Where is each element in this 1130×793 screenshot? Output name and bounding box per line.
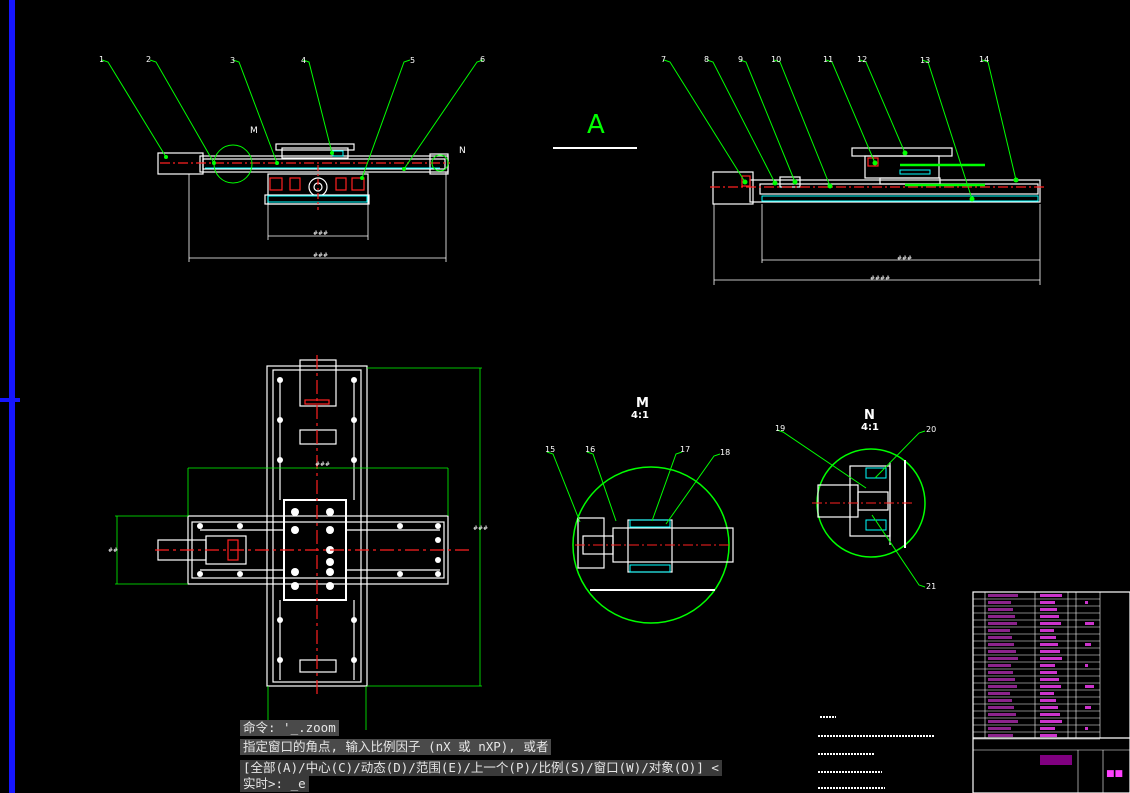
plan-view-cross: ### ### ##: [108, 355, 488, 730]
callout-19: 19: [775, 424, 785, 433]
callout-15: 15: [545, 445, 555, 454]
top-right-assembly: ### #### 7 8 9 10 11 12 13 14: [661, 55, 1045, 285]
view-a-label: A: [587, 110, 605, 140]
callout-16: 16: [585, 445, 595, 454]
svg-text:###: ###: [315, 461, 330, 468]
callout-8: 8: [704, 55, 709, 64]
detail-m-title: M: [636, 396, 649, 411]
callout-13: 13: [920, 56, 930, 65]
svg-text:###: ###: [313, 252, 328, 259]
svg-text:###: ###: [313, 230, 328, 237]
callout-1: 1: [99, 55, 104, 64]
top-left-assembly: ### ### 1 2 3 4 5 6 M N: [99, 55, 485, 262]
section-mark-n: N: [459, 146, 466, 156]
detail-m: M 4:1 15 16 17 18: [545, 396, 734, 624]
callout-4: 4: [301, 56, 306, 65]
callout-11: 11: [823, 55, 833, 64]
callout-18: 18: [720, 448, 730, 457]
detail-n: N 4:1 19 20 21: [775, 408, 936, 591]
svg-text:###: ###: [473, 525, 488, 532]
callout-3: 3: [230, 56, 235, 65]
svg-text:##: ##: [108, 547, 118, 554]
callout-6: 6: [480, 55, 485, 64]
callout-17: 17: [680, 445, 690, 454]
callout-5: 5: [410, 56, 415, 65]
detail-n-scale: 4:1: [861, 422, 879, 433]
command-prompt-input[interactable]: 实时>: _e: [240, 776, 309, 792]
callout-14: 14: [979, 55, 989, 64]
callout-10: 10: [771, 55, 781, 64]
technical-notes: [818, 716, 935, 789]
callout-21: 21: [926, 582, 936, 591]
ucs-axis-icon: [9, 0, 15, 793]
command-history-2: 指定窗口的角点, 输入比例因子 (nX 或 nXP), 或者: [240, 739, 552, 755]
command-history-1: 命令: '_.zoom: [240, 720, 339, 736]
callout-20: 20: [926, 425, 936, 434]
callout-9: 9: [738, 55, 743, 64]
callout-7: 7: [661, 55, 666, 64]
view-a-title: A: [553, 110, 637, 149]
svg-text:###: ###: [897, 255, 912, 262]
detail-n-title: N: [864, 408, 875, 423]
svg-text:■■: ■■: [1106, 769, 1123, 779]
callout-12: 12: [857, 55, 867, 64]
command-prompt-options[interactable]: [全部(A)/中心(C)/动态(D)/范围(E)/上一个(P)/比例(S)/窗口…: [240, 760, 722, 776]
parts-list-table: ■■: [972, 591, 1130, 793]
ucs-crosshair-icon: [0, 398, 20, 402]
svg-text:####: ####: [870, 275, 890, 282]
section-mark-m: M: [250, 126, 258, 136]
callout-2: 2: [146, 55, 151, 64]
detail-m-scale: 4:1: [631, 410, 649, 421]
